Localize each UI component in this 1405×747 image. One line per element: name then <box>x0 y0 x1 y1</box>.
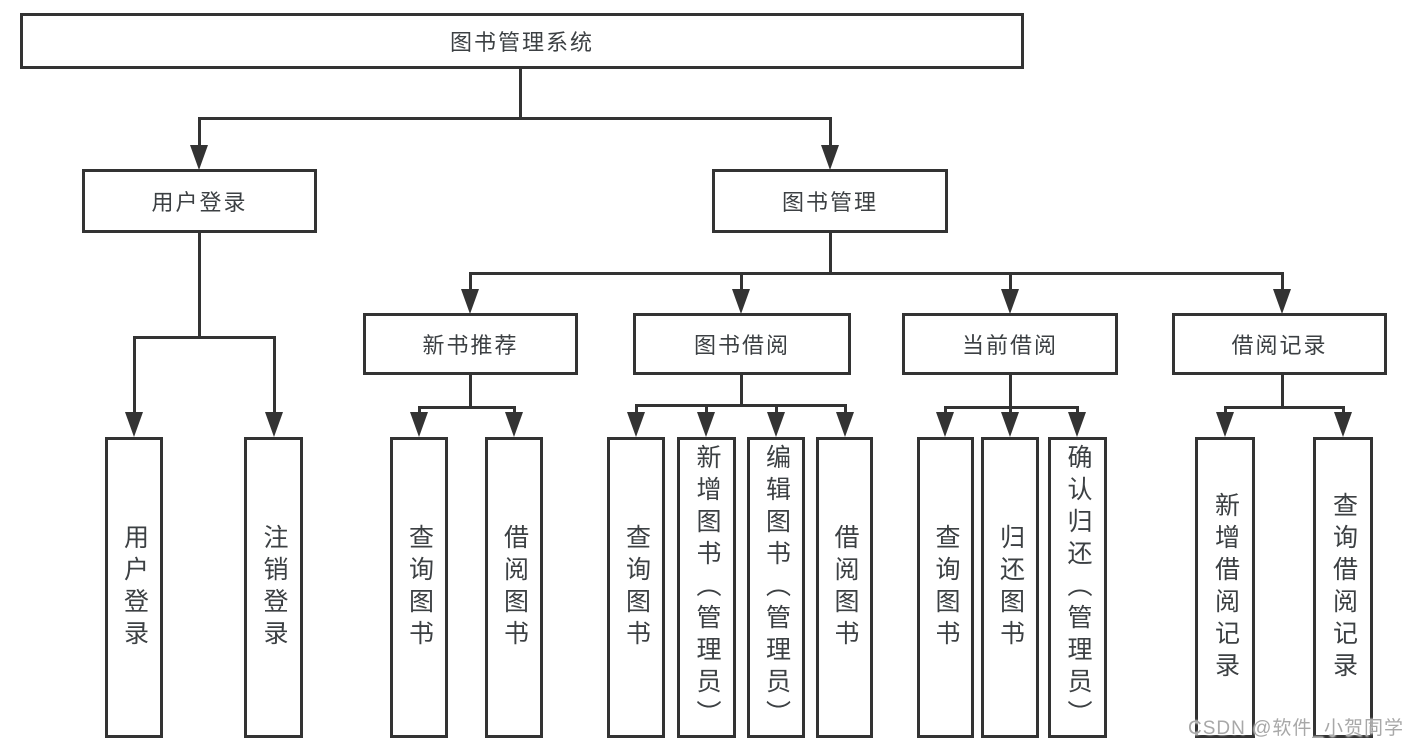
arrowhead-icon <box>265 412 283 437</box>
node-label: 图书管理 <box>781 190 878 215</box>
node-label: 查询图书 <box>932 523 960 652</box>
node-current-borrowing: 当前借阅 <box>902 313 1118 375</box>
connector-line <box>943 407 947 413</box>
node-label: 查询图书 <box>622 523 651 652</box>
connector-line <box>634 405 638 413</box>
node-label: 查询借阅记录 <box>1329 491 1358 684</box>
connector-line <box>132 335 276 339</box>
connector-line <box>512 407 516 413</box>
arrowhead-icon <box>505 412 523 437</box>
connector-line <box>132 337 136 413</box>
connector-line <box>634 403 847 407</box>
connector-line <box>197 118 201 146</box>
arrowhead-icon <box>1216 412 1234 437</box>
node-leaf-edit-book-admin: 编辑图书（管理员） <box>747 437 805 738</box>
connector-line <box>468 273 472 290</box>
connector-line <box>1008 273 1012 290</box>
connector-line <box>1075 407 1079 413</box>
connector-line <box>272 337 276 413</box>
connector-line <box>1223 407 1227 413</box>
connector-line <box>828 233 832 275</box>
node-label: 当前借阅 <box>961 333 1058 358</box>
arrowhead-icon <box>1334 412 1352 437</box>
node-leaf-confirm-return-admin: 确认归还（管理员） <box>1048 437 1107 738</box>
connector-line <box>417 405 516 409</box>
node-leaf-query-book-3: 查询图书 <box>917 437 974 738</box>
connector-line <box>1008 407 1012 413</box>
arrowhead-icon <box>732 289 750 314</box>
node-label: 用户登录 <box>120 523 149 652</box>
node-label: 新增借阅记录 <box>1211 491 1240 684</box>
node-user-login: 用户登录 <box>82 169 317 233</box>
node-label: 归还图书 <box>996 523 1025 652</box>
connector-line <box>704 405 708 413</box>
arrowhead-icon <box>461 289 479 314</box>
connector-line <box>843 405 847 413</box>
connector-line <box>1280 273 1284 290</box>
connector-line <box>518 69 522 120</box>
node-borrowing-records: 借阅记录 <box>1172 313 1387 375</box>
watermark: CSDN @软件_小贺同学 <box>1188 718 1404 739</box>
connector-line <box>739 273 743 290</box>
node-leaf-query-book-2: 查询图书 <box>607 437 665 738</box>
node-leaf-query-book-1: 查询图书 <box>390 437 448 738</box>
connector-line <box>1341 407 1345 413</box>
arrowhead-icon <box>1068 412 1086 437</box>
connector-line <box>197 116 832 120</box>
connector-line <box>1280 375 1284 409</box>
node-label: 用户登录 <box>151 190 248 215</box>
node-label: 查询图书 <box>405 523 434 652</box>
connector-line <box>468 271 1284 275</box>
node-label: 借阅记录 <box>1231 333 1328 358</box>
arrowhead-icon <box>836 412 854 437</box>
connector-line <box>1223 405 1345 409</box>
node-book-management: 图书管理 <box>712 169 948 233</box>
node-leaf-user-login: 用户登录 <box>105 437 163 738</box>
node-system-root: 图书管理系统 <box>20 13 1024 69</box>
node-label: 编辑图书（管理员） <box>762 443 791 732</box>
arrowhead-icon <box>1001 412 1019 437</box>
node-label: 注销登录 <box>260 523 288 652</box>
arrowhead-icon <box>190 145 208 170</box>
node-leaf-query-borrow-record: 查询借阅记录 <box>1313 437 1373 738</box>
node-leaf-return-book: 归还图书 <box>981 437 1039 738</box>
arrowhead-icon <box>767 412 785 437</box>
connector-line <box>828 118 832 146</box>
connector-line <box>774 405 778 413</box>
arrowhead-icon <box>936 412 954 437</box>
arrowhead-icon <box>1001 289 1019 314</box>
node-leaf-logout: 注销登录 <box>244 437 303 738</box>
node-new-book-recommend: 新书推荐 <box>363 313 578 375</box>
node-leaf-add-borrow-record: 新增借阅记录 <box>1195 437 1255 738</box>
node-leaf-borrow-book-2: 借阅图书 <box>816 437 873 738</box>
node-label: 借阅图书 <box>500 523 529 652</box>
node-label: 新增图书（管理员） <box>693 443 721 732</box>
connector-line <box>468 375 472 409</box>
node-label: 图书借阅 <box>693 333 790 358</box>
connector-line <box>739 375 743 407</box>
arrowhead-icon <box>627 412 645 437</box>
arrowhead-icon <box>821 145 839 170</box>
connector-line <box>1008 375 1012 409</box>
connector-line <box>417 407 421 413</box>
node-leaf-add-book-admin: 新增图书（管理员） <box>677 437 736 738</box>
node-label: 借阅图书 <box>831 523 859 652</box>
node-leaf-borrow-book-1: 借阅图书 <box>485 437 543 738</box>
node-book-borrowing: 图书借阅 <box>633 313 851 375</box>
node-label: 新书推荐 <box>422 333 519 358</box>
arrowhead-icon <box>1273 289 1291 314</box>
arrowhead-icon <box>697 412 715 437</box>
connector-line <box>197 233 201 339</box>
node-label: 图书管理系统 <box>449 30 594 55</box>
arrowhead-icon <box>125 412 143 437</box>
node-label: 确认归还（管理员） <box>1064 443 1092 732</box>
arrowhead-icon <box>410 412 428 437</box>
